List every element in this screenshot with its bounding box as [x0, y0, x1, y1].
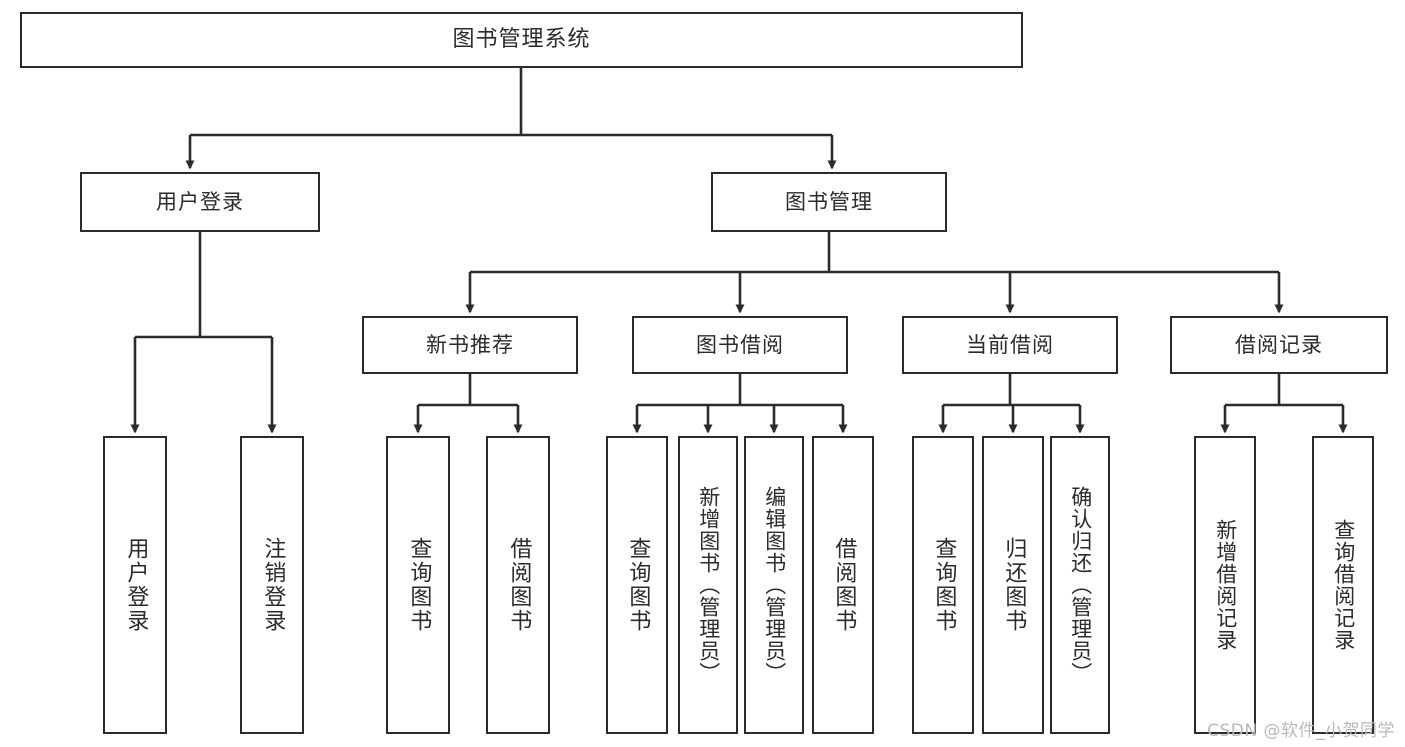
node-leaf-query-book-current-label: 查询图书: [931, 537, 957, 633]
node-leaf-query-borrow-record-label: 查询借阅记录: [1331, 519, 1356, 651]
node-leaf-query-book-borrow[interactable]: 查询图书: [606, 436, 668, 734]
node-leaf-edit-book-admin[interactable]: 编辑图书（管理员）: [744, 436, 804, 734]
node-leaf-return-book-label: 归还图书: [1001, 537, 1027, 633]
node-leaf-user-login[interactable]: 用户登录: [103, 436, 167, 734]
node-leaf-confirm-return-admin[interactable]: 确认归还（管理员）: [1050, 436, 1110, 734]
node-leaf-confirm-return-admin-label: 确认归还（管理员）: [1068, 486, 1093, 684]
node-leaf-query-book-new-label: 查询图书: [406, 537, 432, 633]
node-book-borrow-label: 图书借阅: [696, 332, 784, 357]
node-leaf-add-borrow-record-label: 新增借阅记录: [1213, 519, 1238, 651]
node-new-book-recommend[interactable]: 新书推荐: [362, 316, 578, 374]
node-leaf-user-login-label: 用户登录: [123, 537, 149, 633]
node-leaf-borrow-book[interactable]: 借阅图书: [812, 436, 874, 734]
node-user-login-label: 用户登录: [156, 189, 244, 214]
node-leaf-edit-book-admin-label: 编辑图书（管理员）: [762, 486, 787, 684]
node-book-borrow[interactable]: 图书借阅: [632, 316, 848, 374]
node-borrow-record[interactable]: 借阅记录: [1170, 316, 1388, 374]
node-current-borrow-label: 当前借阅: [966, 332, 1054, 357]
node-leaf-query-book-borrow-label: 查询图书: [625, 537, 651, 633]
node-leaf-user-logout[interactable]: 注销登录: [240, 436, 304, 734]
node-leaf-borrow-book-new[interactable]: 借阅图书: [486, 436, 550, 734]
node-leaf-add-book-admin[interactable]: 新增图书（管理员）: [678, 436, 738, 734]
node-leaf-return-book[interactable]: 归还图书: [982, 436, 1044, 734]
node-leaf-borrow-book-new-label: 借阅图书: [506, 537, 532, 633]
node-book-manage[interactable]: 图书管理: [711, 172, 947, 232]
node-leaf-borrow-book-label: 借阅图书: [831, 537, 857, 633]
node-leaf-user-logout-label: 注销登录: [260, 537, 286, 633]
node-leaf-add-borrow-record[interactable]: 新增借阅记录: [1194, 436, 1256, 734]
node-leaf-add-book-admin-label: 新增图书（管理员）: [696, 486, 721, 684]
node-user-login[interactable]: 用户登录: [80, 172, 320, 232]
node-root-label: 图书管理系统: [452, 27, 591, 53]
node-current-borrow[interactable]: 当前借阅: [902, 316, 1118, 374]
node-new-book-recommend-label: 新书推荐: [426, 332, 514, 357]
node-borrow-record-label: 借阅记录: [1235, 332, 1323, 357]
node-leaf-query-book-new[interactable]: 查询图书: [386, 436, 450, 734]
node-leaf-query-borrow-record[interactable]: 查询借阅记录: [1312, 436, 1374, 734]
node-book-manage-label: 图书管理: [785, 189, 873, 214]
node-leaf-query-book-current[interactable]: 查询图书: [912, 436, 974, 734]
node-root[interactable]: 图书管理系统: [20, 12, 1023, 68]
